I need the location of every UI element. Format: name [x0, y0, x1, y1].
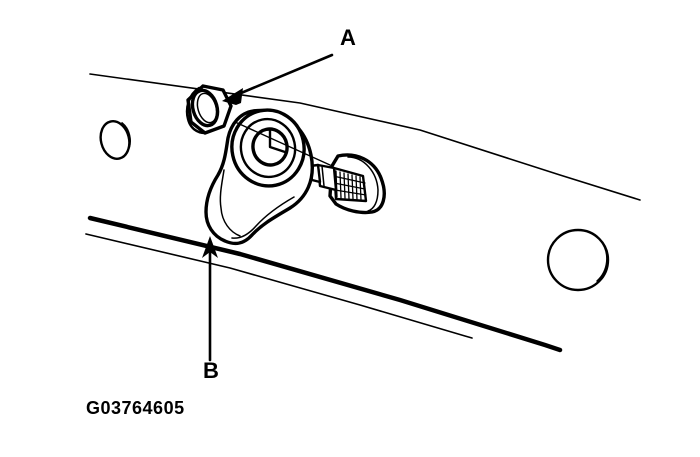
threaded-stud [301, 153, 386, 215]
panel-hole-large-outline [546, 228, 610, 292]
hex-nut-face-edge [185, 86, 207, 135]
panel-hole-small-inner-arc [121, 122, 131, 155]
bracket-boss-centerline [234, 121, 331, 166]
stud-housing-inner-edge [347, 156, 379, 212]
stud-thread-hatching [332, 170, 367, 201]
figure-caption: G03764605 [86, 398, 185, 418]
panel-lower-seam-thin [85, 233, 473, 339]
callout-a: A [222, 25, 356, 105]
stud-shank [316, 163, 338, 192]
callout-b: B [202, 236, 219, 383]
panel-hole-small-outline [99, 120, 131, 160]
hex-nut-bore-inner [196, 92, 218, 124]
bracket-lower-inner-contour [231, 196, 295, 239]
body-panel [85, 73, 641, 353]
panel-lower-seam-thick [87, 215, 563, 353]
callout-a-arrowhead [222, 88, 243, 105]
callout-b-label: B [203, 358, 219, 383]
callout-a-leader-line [232, 53, 334, 98]
panel-hole-large-inner-arc [596, 240, 608, 282]
hex-nut [185, 84, 233, 135]
bracket-boss-bore-ring [251, 127, 289, 167]
hex-nut-bore [190, 88, 220, 128]
stud-shank-edge [321, 165, 325, 187]
bracket-boss-bore-notch [268, 127, 287, 154]
callout-a-label: A [340, 25, 356, 50]
callout-b-arrowhead [202, 236, 218, 258]
panel-hole-small [99, 120, 131, 160]
panel-hole-large [546, 228, 610, 292]
bracket-boss-mid-ring [239, 117, 297, 179]
bracket-waist-contour [219, 169, 241, 237]
bracket-lever [204, 108, 331, 246]
panel-upper-edge-line [89, 73, 641, 201]
